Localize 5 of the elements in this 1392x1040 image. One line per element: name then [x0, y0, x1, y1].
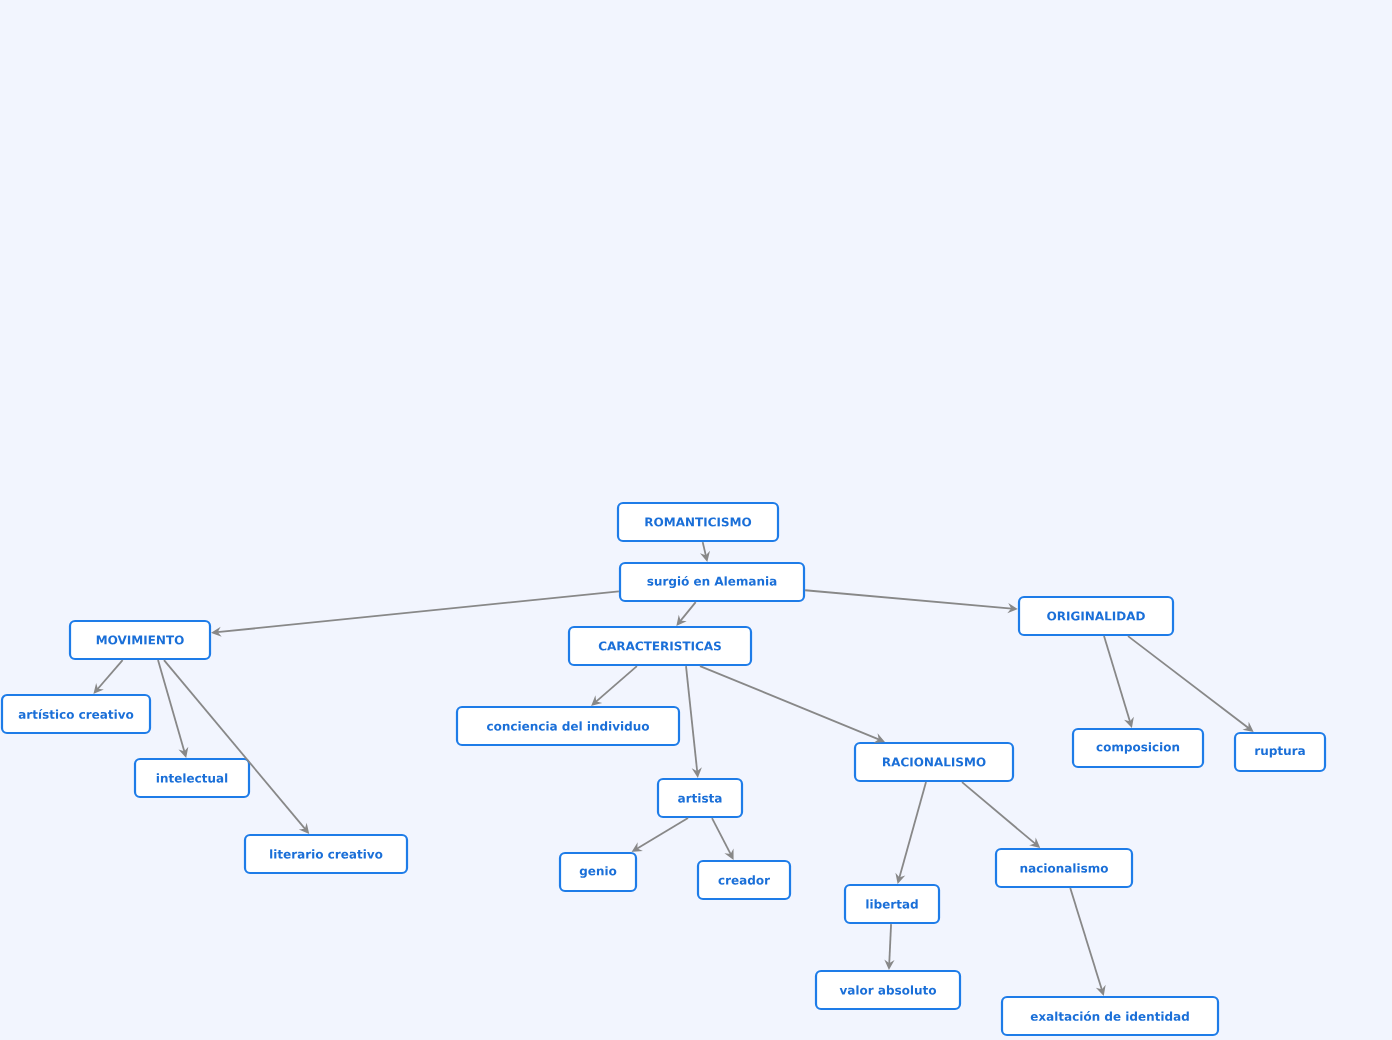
arrow [676, 601, 697, 626]
arrow [699, 665, 885, 743]
arrow [711, 817, 734, 860]
arrow [93, 659, 124, 694]
arrow [591, 665, 638, 706]
